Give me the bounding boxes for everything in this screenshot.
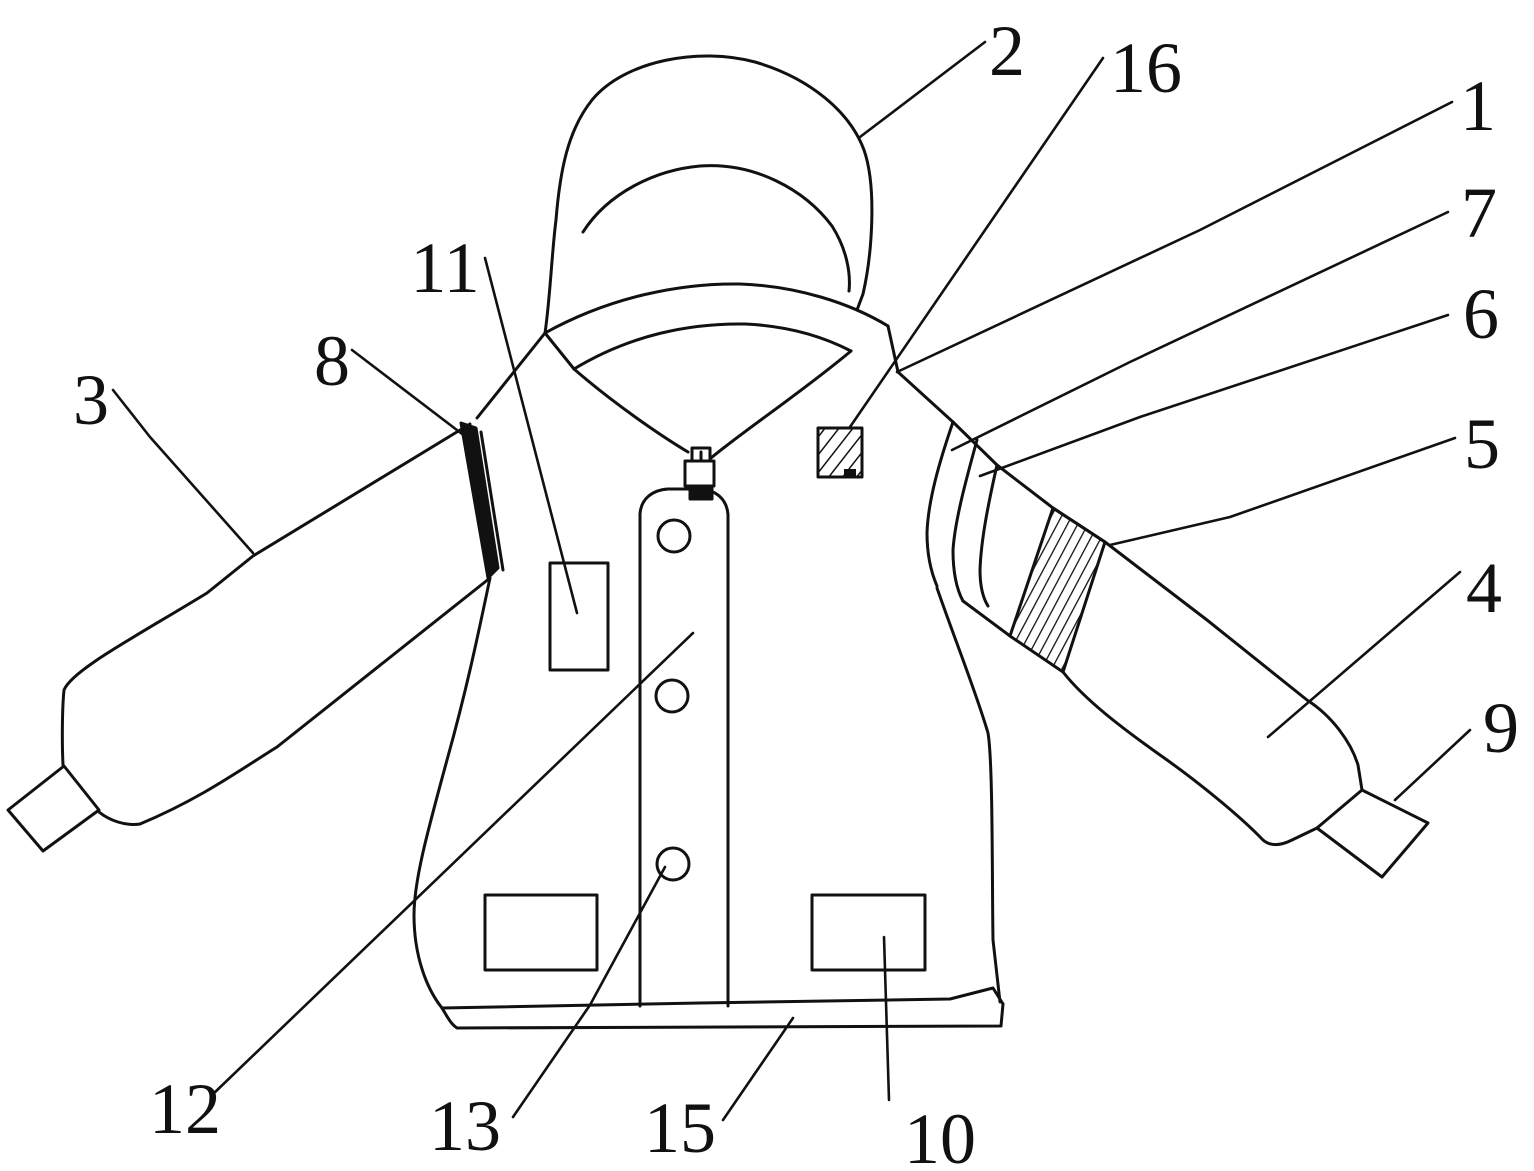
armhole-to-band-connector: [963, 601, 1010, 636]
label-7: 7: [1461, 173, 1497, 253]
label-16: 16: [1110, 28, 1182, 108]
leader-line-4: [1268, 572, 1460, 737]
left-armhole-seam: [481, 432, 503, 570]
right-pocket: [812, 895, 925, 970]
right-cuff: [1317, 790, 1428, 877]
leader-line-6: [980, 315, 1448, 476]
armhole-seam-inner: [980, 465, 997, 606]
label-8: 8: [314, 321, 350, 401]
chest-rectangle-patch: [550, 563, 608, 670]
leader-line-2: [860, 42, 985, 137]
zipper-slider-body: [685, 461, 714, 486]
right-body-edge: [937, 588, 1000, 1002]
neck-opening-right: [711, 351, 851, 458]
neck-opening-left: [574, 369, 688, 452]
left-cuff: [8, 766, 99, 851]
armhole-seam-middle: [953, 440, 977, 601]
label-9: 9: [1483, 688, 1519, 768]
leader-line-11: [485, 258, 577, 613]
collar-right-edge: [888, 326, 898, 372]
collar-inner-curve: [574, 324, 851, 369]
left-body-edge: [414, 578, 490, 1008]
hem-lower-line: [442, 1004, 1003, 1028]
placket-button-1: [658, 520, 690, 552]
label-5: 5: [1464, 404, 1500, 484]
leader-line-3: [113, 390, 253, 553]
leader-line-15: [723, 1018, 793, 1120]
left-shoulder-edge: [477, 333, 545, 418]
placket-outline: [640, 489, 728, 1006]
hood-outer-outline: [545, 56, 872, 333]
right-shoulder-edge: [898, 372, 953, 422]
sleeve-hatched-band: [1010, 508, 1105, 672]
left-sleeve-bottom-edge: [99, 578, 490, 824]
collar-left-edge: [545, 333, 574, 369]
label-12: 12: [149, 1069, 221, 1149]
label-3: 3: [73, 360, 109, 440]
hatched-square-patch: [818, 428, 862, 477]
collar-top-curve: [545, 284, 888, 333]
left-pocket: [485, 895, 597, 970]
armhole-seam-outer: [927, 422, 953, 586]
leader-line-12: [212, 633, 693, 1095]
leader-line-1: [897, 102, 1452, 372]
right-sleeve-bottom-edge: [1063, 672, 1317, 845]
hatched-square-mark: [844, 469, 856, 477]
leader-line-5: [1110, 438, 1455, 545]
left-sleeve-top-edge: [62, 424, 470, 765]
hem-upper-line: [442, 988, 1003, 1008]
leader-line-8: [352, 350, 470, 440]
leader-line-9: [1395, 730, 1470, 800]
label-15: 15: [644, 1088, 716, 1168]
label-1: 1: [1460, 66, 1496, 146]
label-4: 4: [1466, 548, 1502, 628]
leader-line-7: [952, 212, 1448, 450]
hood-inner-outline: [583, 166, 849, 291]
label-6: 6: [1463, 274, 1499, 354]
placket-button-3: [657, 848, 689, 880]
label-11: 11: [410, 228, 479, 308]
left-armhole-wedge: [461, 423, 498, 578]
label-2: 2: [989, 11, 1025, 91]
leader-line-16: [850, 58, 1103, 427]
label-13: 13: [429, 1086, 501, 1166]
leader-line-10: [884, 937, 889, 1100]
label-10: 10: [904, 1099, 976, 1171]
right-sleeve-top-edge: [953, 422, 1362, 790]
leader-line-13: [513, 867, 665, 1117]
placket-button-2: [656, 680, 688, 712]
